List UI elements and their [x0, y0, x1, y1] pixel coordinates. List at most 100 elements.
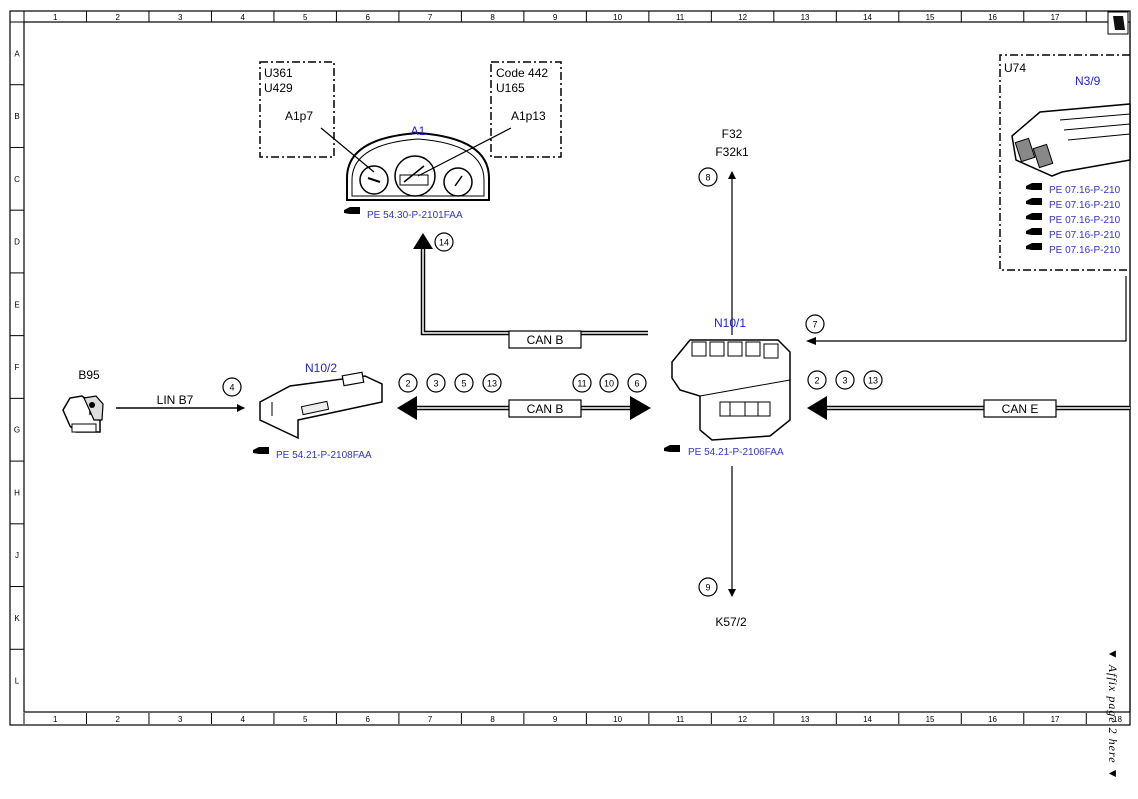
callout-circle	[807, 370, 827, 390]
pointing-hand-icon	[1026, 183, 1042, 190]
n10-2-module	[259, 371, 383, 440]
box-u74: U74	[999, 54, 1130, 271]
callout-number: 14	[439, 238, 449, 248]
grid-column-label: 7	[428, 715, 433, 724]
n10-1-reference[interactable]: PE 54.21-P-2106FAA	[664, 445, 784, 458]
pointing-hand-icon	[1026, 198, 1042, 205]
grid-column-label: 9	[553, 715, 558, 724]
can-b-top-label: CAN B	[527, 333, 564, 347]
grid-column-label: 2	[116, 715, 121, 724]
callout-circle	[222, 377, 242, 397]
grid-column-label: 11	[676, 715, 685, 724]
n3-9-ref-text[interactable]: PE 07.16-P-210	[1049, 200, 1121, 211]
f32-label: F32	[722, 127, 743, 141]
a1-instrument-cluster	[346, 131, 490, 201]
a1-reference[interactable]: PE 54.30-P-2101FAA	[344, 207, 463, 221]
grid-column-label: 18	[1113, 715, 1122, 724]
callout-circle	[835, 370, 855, 390]
callout-circle	[398, 373, 418, 393]
can-b-top-label-box	[508, 330, 582, 349]
grid-row-label: K	[14, 614, 20, 623]
n10-2-ref-text[interactable]: PE 54.21-P-2108FAA	[276, 450, 372, 461]
callout-number: 5	[461, 379, 466, 389]
grid-column-label: 13	[801, 715, 810, 724]
grid-column-label: 3	[178, 715, 183, 724]
can-e-label-box	[983, 399, 1057, 418]
grid-column-label: 8	[490, 13, 495, 22]
pointing-hand-icon	[344, 207, 360, 214]
grid-column-label: 9	[553, 13, 558, 22]
grid-row-label: D	[14, 238, 20, 247]
grid-row-label: H	[14, 488, 20, 497]
grid-columns: 1122334455667788991010111112121313141415…	[23, 11, 1122, 724]
pointing-hand-icon	[664, 445, 680, 452]
grid-column-label: 8	[490, 715, 495, 724]
grid-column-label: 10	[613, 13, 622, 22]
grid-column-label: 15	[926, 13, 935, 22]
callout-number: 10	[604, 379, 614, 389]
box-left-line1: U361	[264, 66, 293, 80]
grid-row-label: C	[14, 175, 20, 184]
grid-column-label: 15	[926, 715, 935, 724]
n3-9-ref-text[interactable]: PE 07.16-P-210	[1049, 185, 1121, 196]
callout-number: 3	[433, 379, 438, 389]
can-e-label: CAN E	[1002, 402, 1039, 416]
grid-column-label: 14	[863, 13, 872, 22]
callout-circle	[863, 370, 883, 390]
grid-column-label: 12	[738, 13, 747, 22]
pin-a1p13: A1p13	[511, 109, 546, 123]
grid-column-label: 11	[676, 13, 685, 22]
grid-column-label: 6	[365, 715, 370, 724]
pin-a1p7-leader	[320, 127, 375, 173]
callout-number: 6	[634, 379, 639, 389]
grid-row-label: B	[14, 112, 19, 121]
grid-row-label: F	[15, 363, 20, 372]
n3-9-ref-text[interactable]: PE 07.16-P-210	[1049, 215, 1121, 226]
callout-circle	[627, 373, 647, 393]
grid-column-label: 10	[613, 715, 622, 724]
lin-label: LIN B7	[157, 393, 194, 407]
callout-circle	[454, 373, 474, 393]
n10-1-code: N10/1	[714, 316, 746, 330]
n3-9-code: N3/9	[1075, 74, 1101, 88]
u74-label: U74	[1004, 61, 1026, 75]
pointing-hand-icon	[1026, 213, 1042, 220]
callout-number: 4	[229, 383, 234, 393]
pin-a1p7: A1p7	[285, 109, 313, 123]
n3-9-ref-text[interactable]: PE 07.16-P-210	[1049, 245, 1121, 256]
grid-column-label: 16	[988, 715, 997, 724]
can-e-wire	[807, 396, 1130, 420]
sheet-frame	[9, 10, 1131, 726]
affix-note: ▼ Affix page 2 here ▼	[1106, 648, 1120, 780]
box-code442-u165: Code 442 U165 A1p13	[490, 61, 562, 158]
a1-code: A1	[411, 124, 426, 138]
a1-ref-text[interactable]: PE 54.30-P-2101FAA	[367, 210, 463, 221]
affix-note-text: ▼ Affix page 2 here ▼	[1106, 648, 1120, 780]
callout-circle	[426, 373, 446, 393]
corner-mark	[1107, 11, 1129, 35]
grid-column-label: 5	[303, 715, 308, 724]
callout-circle	[698, 577, 718, 597]
n10-1-ref-text[interactable]: PE 54.21-P-2106FAA	[688, 447, 784, 458]
k57-2-label: K57/2	[715, 615, 747, 629]
pointing-hand-icon	[1026, 228, 1042, 235]
n3-9-references: PE 07.16-P-210 PE 07.16-P-210 PE 07.16-P-2…	[1026, 183, 1121, 256]
grid-row-label: G	[14, 426, 20, 435]
callout-number: 2	[405, 379, 410, 389]
pointing-hand-icon	[1026, 243, 1042, 250]
callout-circle	[698, 167, 718, 187]
callout-number: 9	[705, 583, 710, 593]
n10-2-reference[interactable]: PE 54.21-P-2108FAA	[253, 447, 372, 461]
pointing-hand-icon	[253, 447, 269, 454]
n3-9-ref-text[interactable]: PE 07.16-P-210	[1049, 230, 1121, 241]
grid-column-label: 12	[738, 715, 747, 724]
grid-column-label: 3	[178, 13, 183, 22]
box-left-line2: U429	[264, 81, 293, 95]
pin-a1p13-leader	[417, 127, 512, 177]
grid-column-label: 17	[1051, 13, 1060, 22]
box-u361-u429: U361 U429 A1p7	[259, 61, 335, 158]
grid-column-label: 4	[240, 13, 245, 22]
